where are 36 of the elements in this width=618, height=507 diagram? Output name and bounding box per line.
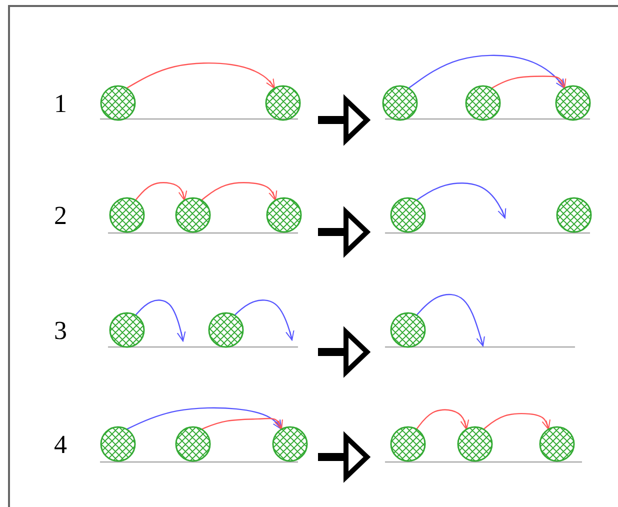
hatched-circle xyxy=(272,426,308,462)
row-number: 1 xyxy=(54,91,67,117)
hatched-circle xyxy=(208,312,244,348)
hatched-circle xyxy=(555,85,591,121)
hatched-circle xyxy=(109,197,145,233)
curved-arrow xyxy=(201,418,283,430)
hatched-circle xyxy=(175,426,211,462)
hatched-circle xyxy=(109,312,145,348)
hatched-circle xyxy=(465,85,501,121)
hatched-circle xyxy=(556,197,592,233)
curved-arrow xyxy=(135,300,186,342)
row-number: 4 xyxy=(54,432,67,458)
hatched-circle xyxy=(265,85,301,121)
hatched-circle xyxy=(457,426,493,462)
curved-arrow xyxy=(234,300,294,340)
hatched-circle xyxy=(539,426,575,462)
hatched-circle xyxy=(100,426,136,462)
curved-arrow xyxy=(416,409,470,430)
curved-arrow xyxy=(416,294,485,346)
curved-arrow xyxy=(135,182,188,201)
curved-arrow xyxy=(408,54,565,89)
curved-arrow xyxy=(126,62,276,89)
hatched-circle xyxy=(100,85,136,121)
curved-arrow xyxy=(416,182,506,218)
curved-arrow xyxy=(491,76,566,89)
curved-arrow xyxy=(126,407,282,430)
hatched-circle xyxy=(175,197,211,233)
hatched-circle xyxy=(390,426,426,462)
hatched-circle xyxy=(390,197,426,233)
curved-arrow xyxy=(201,182,278,201)
hatched-circle xyxy=(266,197,302,233)
hatched-circle xyxy=(382,85,418,121)
row-number: 3 xyxy=(54,318,67,344)
row-number: 2 xyxy=(54,203,67,229)
curved-arrow xyxy=(483,412,550,430)
hatched-circle xyxy=(390,312,426,348)
